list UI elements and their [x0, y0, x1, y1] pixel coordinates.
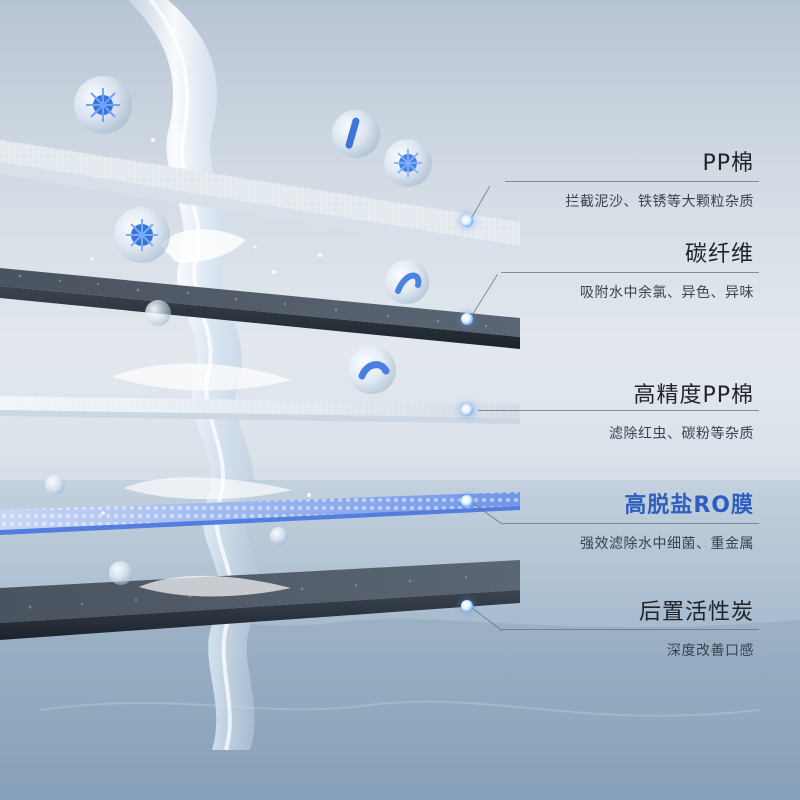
layer-title-high-precision-pp: 高精度PP棉: [633, 383, 754, 408]
callout-line-pp-cotton-horizontal: [505, 181, 759, 182]
callout-line-ro-membrane-horizontal: [503, 523, 759, 524]
layer-description-carbon-fiber: 吸附水中余氯、异色、异味: [580, 285, 754, 301]
label-group-pp-cotton: PP棉 拦截泥沙、铁锈等大颗粒杂质: [566, 151, 755, 211]
callout-line-carbon-fiber-horizontal: [501, 272, 759, 273]
layer-description-high-precision-pp: 滤除红虫、碳粉等杂质: [609, 426, 754, 442]
layer-title-ro-membrane: 高脱盐RO膜: [624, 493, 754, 518]
callout-dot-rear-carbon: [461, 600, 473, 612]
label-group-carbon-fiber: 碳纤维 吸附水中余氯、异色、异味: [580, 242, 754, 302]
callout-line-rear-carbon-horizontal: [502, 629, 759, 630]
layer-title-pp-cotton: PP棉: [702, 151, 754, 176]
callout-dot-ro-membrane: [461, 495, 473, 507]
layer-description-ro-membrane: 强效滤除水中细菌、重金属: [580, 536, 754, 552]
label-group-high-precision-pp: 高精度PP棉 滤除红虫、碳粉等杂质: [609, 383, 754, 443]
layer-title-carbon-fiber: 碳纤维: [684, 242, 754, 267]
label-group-rear-carbon: 后置活性炭 深度改善口感: [639, 600, 754, 660]
layer-description-rear-carbon: 深度改善口感: [667, 643, 754, 659]
callout-line-high-precision-pp: [478, 410, 759, 411]
label-group-ro-membrane: 高脱盐RO膜 强效滤除水中细菌、重金属: [580, 493, 754, 553]
callout-dot-carbon-fiber: [461, 313, 473, 325]
callout-dot-pp-cotton: [461, 215, 473, 227]
layer-description-pp-cotton: 拦截泥沙、铁锈等大颗粒杂质: [565, 194, 754, 210]
callout-dot-high-precision-pp: [461, 404, 473, 416]
layer-title-rear-carbon: 后置活性炭: [638, 600, 754, 625]
